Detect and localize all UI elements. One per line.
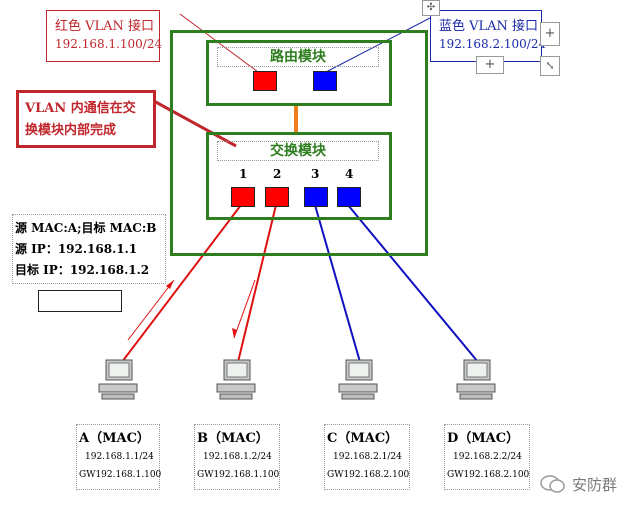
host-c-computer-icon	[336, 358, 380, 402]
host-c-label-box: C（MAC） 192.168.2.1/24 GW192.168.2.100	[324, 424, 410, 490]
host-d-label-box: D（MAC） 192.168.2.2/24 GW192.168.2.100	[444, 424, 530, 490]
host-d-gw: GW192.168.2.100	[447, 470, 530, 480]
watermark: 安防群	[540, 470, 640, 500]
blue-vlan-ip: 192.168.2.100/24	[439, 37, 547, 51]
packet-dst-ip-line: 目标 IP：192.168.1.2	[15, 263, 150, 277]
blue-callout-leader	[325, 17, 431, 73]
port-4-label: 4	[345, 167, 354, 181]
intra-vlan-note-line1: VLAN 内通信在交	[25, 101, 136, 116]
host-a-computer-icon	[96, 358, 140, 402]
arrow-down-line	[233, 279, 256, 339]
note-leader	[151, 98, 237, 148]
host-a-ip: 192.168.1.1/24	[85, 452, 154, 462]
layer3-switch-device	[170, 30, 428, 256]
host-b-gw: GW192.168.1.100	[197, 470, 280, 480]
router-red-port	[253, 71, 277, 91]
switch-port-2	[265, 187, 289, 207]
switch-port-1	[231, 187, 255, 207]
cable-port4-d	[347, 204, 479, 363]
host-b-name: B（MAC）	[197, 431, 269, 446]
arrow-down-head	[232, 328, 237, 338]
router-module: 路由模块	[206, 40, 392, 106]
blue-vlan-title: 蓝色 VLAN 接口	[439, 19, 539, 34]
add-right-button[interactable]: +	[540, 22, 560, 46]
add-below-button[interactable]: +	[476, 56, 504, 74]
port-3-label: 3	[311, 167, 320, 181]
intra-vlan-note: VLAN 内通信在交 换模块内部完成	[16, 90, 156, 148]
arrow-up-head	[166, 280, 174, 289]
host-b-label-box: B（MAC） 192.168.1.2/24 GW192.168.1.100	[194, 424, 280, 490]
cable-port3-c	[314, 204, 361, 363]
chat-bubble-icon	[540, 474, 566, 494]
arrow-up-line	[127, 279, 175, 341]
host-c-gw: GW192.168.2.100	[327, 470, 410, 480]
move-handle-icon[interactable]: ✣	[422, 0, 440, 16]
router-blue-port	[313, 71, 337, 91]
host-b-ip: 192.168.1.2/24	[203, 452, 272, 462]
host-a-name: A（MAC）	[79, 431, 150, 446]
switch-port-4	[337, 187, 361, 207]
host-d-computer-icon	[454, 358, 498, 402]
host-a-gw: GW192.168.1.100	[79, 470, 162, 480]
watermark-text: 安防群	[572, 476, 618, 494]
host-c-name: C（MAC）	[327, 431, 399, 446]
router-module-title: 路由模块	[217, 47, 379, 67]
red-vlan-ip: 192.168.1.100/24	[55, 37, 163, 51]
blue-vlan-callout: 蓝色 VLAN 接口 192.168.2.100/24	[430, 10, 547, 62]
cable-port1-a	[121, 204, 242, 363]
resize-handle-icon[interactable]: ⤡	[540, 56, 560, 76]
switch-module-title: 交换模块	[217, 141, 379, 161]
intra-vlan-note-line2: 换模块内部完成	[25, 123, 117, 138]
empty-frame	[38, 290, 122, 312]
host-d-name: D（MAC）	[447, 431, 520, 446]
packet-info-box: 源 MAC:A;目标 MAC:B 源 IP：192.168.1.1 目标 IP：…	[12, 214, 166, 284]
red-vlan-callout: 红色 VLAN 接口 192.168.1.100/24	[46, 10, 163, 62]
host-c-ip: 192.168.2.1/24	[333, 452, 402, 462]
host-a-label-box: A（MAC） 192.168.1.1/24 GW192.168.1.100	[76, 424, 162, 490]
port-2-label: 2	[273, 167, 282, 181]
host-b-computer-icon	[214, 358, 258, 402]
packet-mac-line: 源 MAC:A;目标 MAC:B	[15, 221, 157, 235]
switch-module: 交换模块 1 2 3 4	[206, 132, 392, 220]
red-vlan-title: 红色 VLAN 接口	[55, 19, 155, 34]
switch-port-3	[304, 187, 328, 207]
red-callout-leader	[179, 13, 259, 73]
cable-port2-b	[237, 204, 277, 363]
packet-src-ip-line: 源 IP：192.168.1.1	[15, 242, 138, 256]
host-d-ip: 192.168.2.2/24	[453, 452, 522, 462]
port-1-label: 1	[239, 167, 248, 181]
